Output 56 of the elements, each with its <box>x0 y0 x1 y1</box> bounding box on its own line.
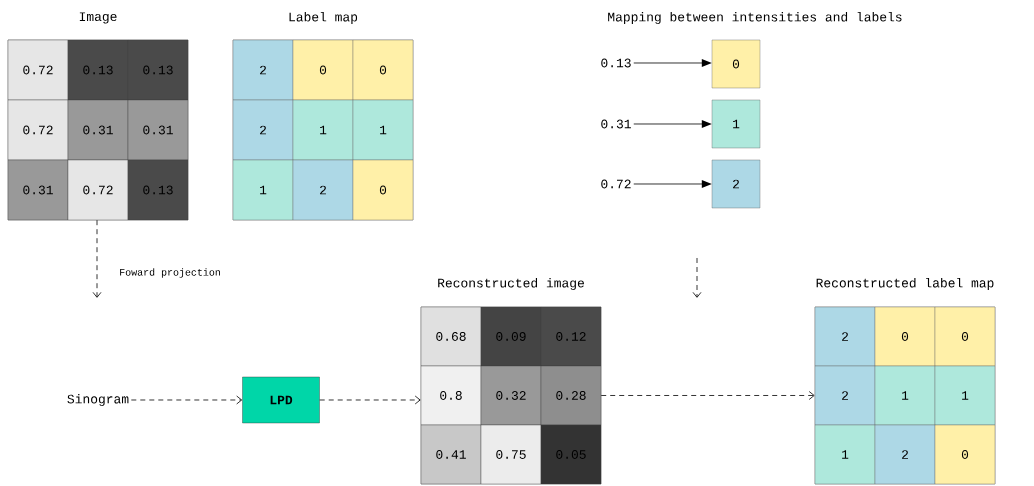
grid-cell: 0.31 <box>127 99 189 161</box>
grid-cell: 0 <box>874 306 936 367</box>
value-text: 0.13 <box>601 58 631 68</box>
arrow <box>633 180 712 188</box>
grid-cell: 0.09 <box>480 306 542 367</box>
grid-cell: 2 <box>292 159 354 221</box>
grid-cell: 0.13 <box>127 159 189 221</box>
grid-cell: 2 <box>874 424 936 485</box>
grid-cell: 2 <box>232 39 294 101</box>
label-box: 0 <box>711 39 761 89</box>
grid-cell: 2 <box>232 99 294 161</box>
grid-cell: 0.8 <box>420 365 482 426</box>
grid-cell: 1 <box>292 99 354 161</box>
grid-cell: 1 <box>874 365 936 426</box>
grid-cell: 0.31 <box>7 159 69 221</box>
grid-cell: 0 <box>292 39 354 101</box>
grid-cell: 0 <box>352 39 414 101</box>
value-text: 0.72 <box>601 179 631 189</box>
arrow <box>130 395 243 405</box>
grid-cell: 0 <box>934 306 996 367</box>
arrow <box>633 120 712 128</box>
process-box: LPD <box>242 376 320 424</box>
node-label: Label map <box>289 11 358 25</box>
value-text: Sinogram <box>67 393 129 407</box>
heading: Mapping between intensities and labels <box>608 11 902 25</box>
arrow <box>319 395 421 405</box>
grid-cell: 0.13 <box>127 39 189 101</box>
label-box: 2 <box>711 159 761 209</box>
node-label: Image <box>79 12 117 24</box>
grid-cell: 0.75 <box>480 424 542 485</box>
grid-cell: 1 <box>934 365 996 426</box>
grid-cell: 0.68 <box>420 306 482 367</box>
grid-cell: 1 <box>814 424 876 485</box>
grid-cell: 2 <box>814 365 876 426</box>
grid-cell: 0.72 <box>67 159 129 221</box>
arrow <box>92 219 102 298</box>
edge-label: Foward projection <box>118 267 222 279</box>
grid-cell: 1 <box>352 99 414 161</box>
node-label: Reconstructed label map <box>816 277 994 291</box>
grid-cell: 0.31 <box>67 99 129 161</box>
grid-cell: 1 <box>232 159 294 221</box>
grid-cell: 0.13 <box>67 39 129 101</box>
grid-cell: 0 <box>352 159 414 221</box>
grid-cell: 0.72 <box>7 39 69 101</box>
value-text: 0.31 <box>601 119 631 129</box>
grid-cell: 0.32 <box>480 365 542 426</box>
node-label: Reconstructed image <box>438 277 584 291</box>
grid-cell: 0 <box>934 424 996 485</box>
grid-cell: 0.28 <box>540 365 602 426</box>
arrow <box>600 391 815 400</box>
label-box: 1 <box>711 99 761 149</box>
grid-cell: 0.41 <box>420 424 482 485</box>
grid-cell: 0.72 <box>7 99 69 161</box>
grid-cell: 0.12 <box>540 306 602 367</box>
grid-cell: 2 <box>814 306 876 367</box>
arrow <box>633 59 712 67</box>
